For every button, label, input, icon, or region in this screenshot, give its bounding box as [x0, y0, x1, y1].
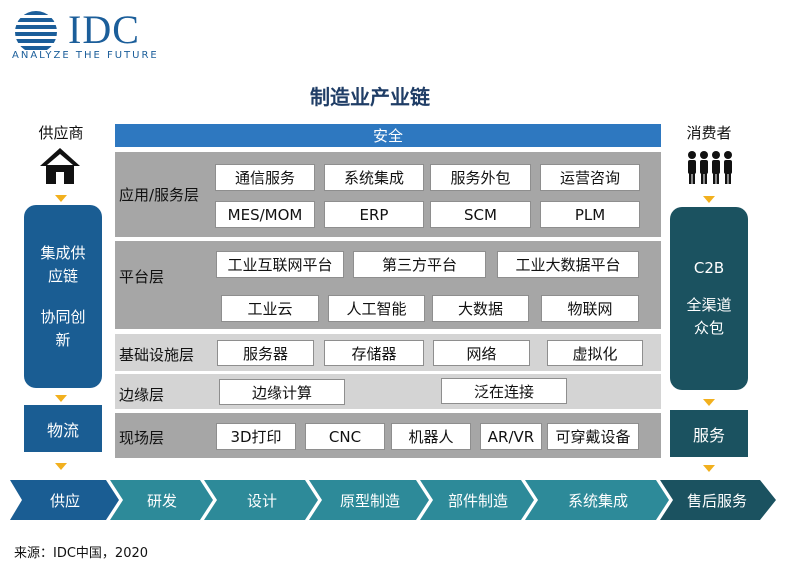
platform-item: 人工智能: [328, 295, 425, 322]
process-step: 设计: [246, 491, 277, 510]
app-item: SCM: [430, 201, 531, 228]
arrow-down-icon: [703, 196, 715, 203]
infra-item: 存储器: [324, 340, 424, 366]
process-step: 供应: [49, 491, 80, 510]
field-item: AR/VR: [480, 423, 542, 450]
process-step: 部件制造: [447, 491, 508, 510]
app-item: 服务外包: [430, 164, 531, 191]
arrow-down-icon: [55, 195, 67, 202]
source-note: 来源：IDC中国，2020: [14, 546, 149, 561]
process-step-shape: [309, 480, 429, 520]
app-item: PLM: [540, 201, 640, 228]
process-step: 原型制造: [339, 491, 400, 510]
layer-name: 平台层: [119, 268, 165, 286]
app-item: ERP: [324, 201, 424, 228]
people-icon: [688, 151, 732, 184]
field-item: 机器人: [391, 423, 471, 450]
app-item: 运营咨询: [540, 164, 640, 191]
edge-item: 泛在连接: [441, 378, 567, 404]
field-item: 可穿戴设备: [547, 423, 639, 450]
panel-text: 集成供: [40, 243, 86, 262]
platform-item: 工业大数据平台: [497, 251, 639, 278]
layer-name: 基础设施层: [119, 346, 195, 364]
platform-item: 工业云: [221, 295, 319, 322]
arrow-down-icon: [55, 395, 67, 402]
panel-text: 众包: [693, 319, 724, 337]
consumer-panel: C2B 全渠道 众包: [670, 207, 748, 390]
idc-logo: IDC ANALYZE THE FUTURE: [12, 8, 172, 64]
supplier-panel: 集成供 应链 协同创 新: [24, 205, 102, 388]
application-layer: 应用/服务层 通信服务 系统集成 服务外包 运营咨询 MES/MOM ERP S…: [115, 152, 661, 237]
infra-item: 网络: [433, 340, 530, 366]
infrastructure-layer: 基础设施层 服务器 存储器 网络 虚拟化: [115, 334, 661, 371]
house-icon: [40, 148, 80, 184]
layer-name: 应用/服务层: [119, 186, 200, 204]
panel-text: 应链: [47, 266, 78, 285]
logo-tagline: ANALYZE THE FUTURE: [12, 50, 159, 61]
process-step-shape: [204, 480, 318, 520]
infra-item: 服务器: [217, 340, 314, 366]
process-step: 研发: [146, 491, 177, 510]
logistics-box: 物流: [24, 405, 102, 452]
arrow-down-icon: [55, 463, 67, 470]
edge-item: 边缘计算: [219, 379, 345, 405]
field-item: CNC: [305, 423, 385, 450]
logo-brand: IDC: [68, 7, 140, 52]
process-step-shape: [420, 480, 534, 520]
arrow-down-icon: [703, 465, 715, 472]
security-bar: 安全: [115, 124, 661, 147]
arrow-down-icon: [703, 399, 715, 406]
app-item: 通信服务: [215, 164, 315, 191]
service-box: 服务: [670, 410, 748, 457]
field-layer: 现场层 3D打印 CNC 机器人 AR/VR 可穿戴设备: [115, 413, 661, 458]
platform-item: 大数据: [432, 295, 529, 322]
process-step-shape: [110, 480, 213, 520]
app-item: 系统集成: [324, 164, 424, 191]
process-step-shape: [525, 480, 669, 520]
edge-layer: 边缘层 边缘计算 泛在连接: [115, 374, 661, 409]
layer-name: 现场层: [119, 429, 165, 447]
platform-item: 工业互联网平台: [216, 251, 344, 278]
panel-text: 协同创: [40, 307, 86, 326]
panel-text: 全渠道: [686, 296, 732, 314]
panel-text: 新: [55, 330, 71, 349]
process-step: 售后服务: [686, 491, 747, 510]
infra-item: 虚拟化: [547, 340, 643, 366]
app-item: MES/MOM: [215, 201, 315, 228]
supplier-label: 供应商: [38, 123, 84, 142]
process-step: 系统集成: [567, 491, 628, 510]
platform-layer: 平台层 工业互联网平台 第三方平台 工业大数据平台 工业云 人工智能 大数据 物…: [115, 241, 661, 329]
process-step-supply-shape: [10, 480, 119, 520]
platform-item: 第三方平台: [353, 251, 486, 278]
globe-icon: [15, 11, 57, 50]
panel-text: C2B: [693, 259, 725, 277]
field-item: 3D打印: [216, 423, 296, 450]
diagram-title: 制造业产业链: [310, 84, 430, 109]
process-flow: [10, 480, 776, 520]
process-step-aftersales-shape: [660, 480, 776, 520]
consumer-label: 消费者: [686, 123, 732, 142]
layer-name: 边缘层: [119, 386, 165, 404]
platform-item: 物联网: [541, 295, 639, 322]
